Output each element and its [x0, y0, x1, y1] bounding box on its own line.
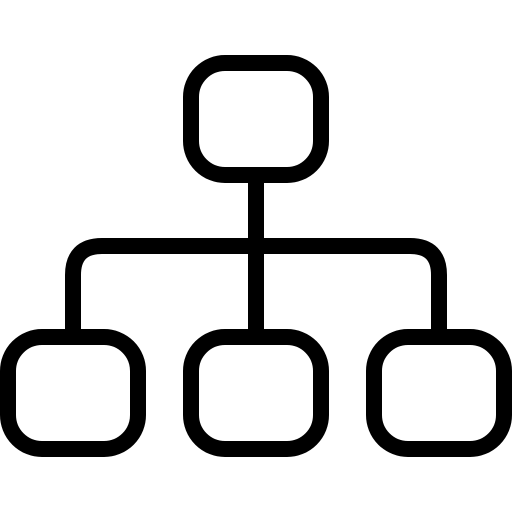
child-node-left — [0, 329, 146, 457]
child-node-middle — [183, 329, 329, 457]
child-node-right — [366, 329, 512, 457]
top-node — [183, 55, 329, 183]
branch-connector — [65, 238, 447, 345]
